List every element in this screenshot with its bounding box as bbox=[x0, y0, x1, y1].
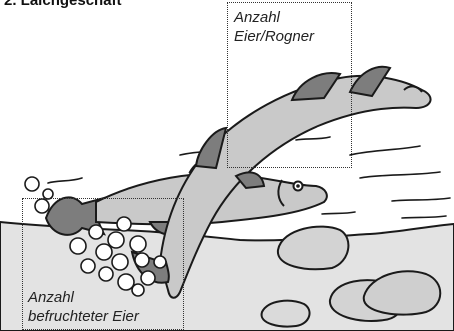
eggs-per-female-label-line1: Anzahl bbox=[234, 8, 314, 27]
eggs-per-female-label-line2: Eier/Rogner bbox=[234, 27, 314, 46]
fertilized-eggs-label-line2: befruchteter Eier bbox=[28, 307, 139, 326]
eggs-per-female-label: Anzahl Eier/Rogner bbox=[234, 8, 314, 46]
stone-1 bbox=[278, 227, 349, 270]
fertilized-eggs-label: Anzahl befruchteter Eier bbox=[28, 288, 139, 326]
page-title: 2. Laichgeschäft bbox=[4, 0, 122, 9]
fertilized-eggs-label-line1: Anzahl bbox=[28, 288, 139, 307]
stone-4 bbox=[262, 301, 310, 327]
